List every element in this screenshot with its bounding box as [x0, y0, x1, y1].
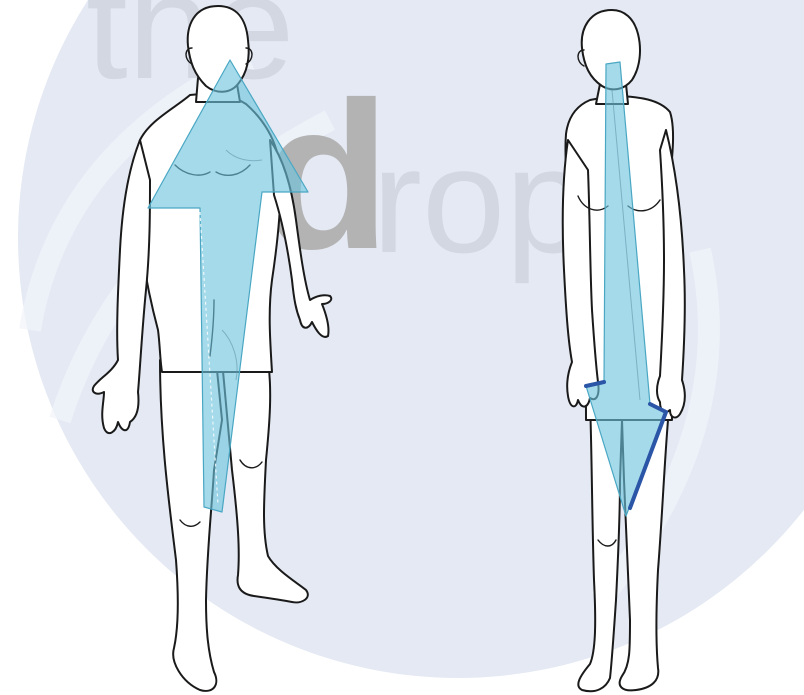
watermark-word-rop: rop — [372, 116, 589, 284]
